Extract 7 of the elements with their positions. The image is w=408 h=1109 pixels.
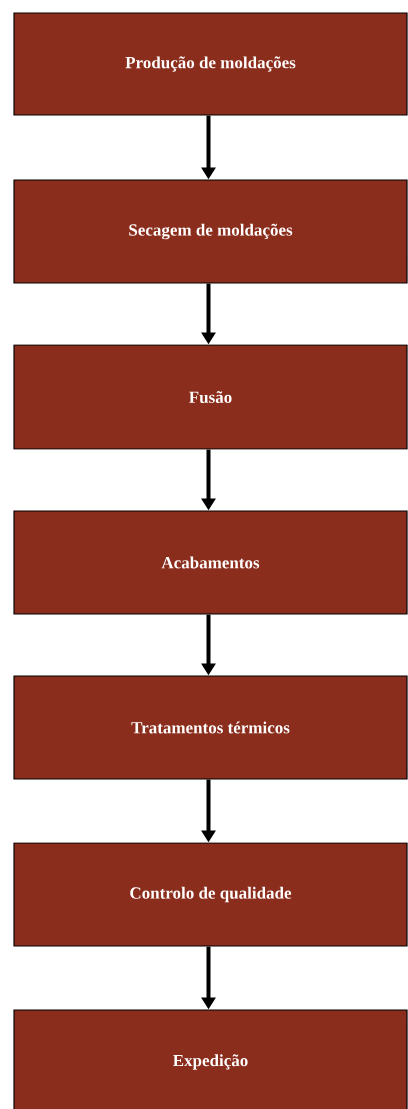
- process-box: Controlo de qualidade: [13, 842, 408, 947]
- process-box: Expedição: [13, 1009, 408, 1109]
- process-box: Fusão: [13, 344, 408, 450]
- process-box: Produção de moldações: [13, 12, 408, 116]
- process-box: Tratamentos térmicos: [13, 675, 408, 780]
- process-box: Acabamentos: [13, 510, 408, 615]
- process-box: Secagem de moldações: [13, 179, 408, 284]
